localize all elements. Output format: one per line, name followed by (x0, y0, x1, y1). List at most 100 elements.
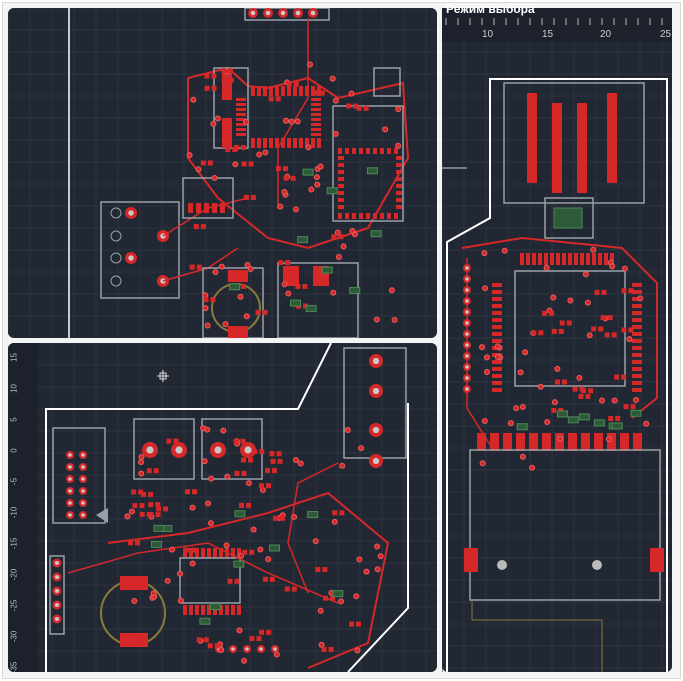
via (479, 344, 486, 351)
smd-pad (236, 103, 246, 106)
pcb-canvas-3[interactable] (442, 8, 672, 672)
drill-hole (273, 647, 277, 651)
smd-pad (607, 433, 616, 451)
smd-pad (131, 489, 137, 495)
smd-pad (222, 70, 232, 100)
smd-pad (210, 297, 216, 303)
smd-pad (255, 309, 261, 315)
via (482, 285, 489, 292)
via (483, 354, 490, 361)
smd-pad (281, 138, 285, 148)
via (318, 641, 325, 648)
ground-pad (516, 423, 528, 431)
smd-pad (338, 170, 344, 174)
via (204, 322, 211, 329)
smd-pad (212, 203, 217, 213)
smd-pad (281, 86, 285, 96)
smd-pad (574, 253, 578, 265)
silkscreen-outline (201, 418, 263, 480)
silkscreen-outline (373, 67, 401, 97)
smd-pad (323, 595, 329, 601)
smd-pad (263, 86, 267, 96)
pcb-canvas-2[interactable] (8, 343, 437, 672)
smd-pad (183, 548, 187, 558)
smd-pad (396, 184, 402, 188)
smd-pad (236, 118, 246, 121)
smd-pad (132, 503, 138, 509)
smd-pad (305, 86, 309, 96)
via (204, 426, 211, 433)
smd-pad (240, 438, 246, 444)
smd-pad (242, 549, 248, 555)
ground-pad (199, 617, 211, 625)
smd-pad (317, 138, 321, 148)
smd-pad (256, 636, 262, 642)
smd-pad (338, 191, 344, 195)
smd-pad (315, 566, 321, 572)
smd-pad (156, 506, 162, 512)
via (312, 538, 319, 545)
smd-pad (236, 113, 246, 116)
via (544, 418, 551, 425)
smd-pad (203, 637, 209, 643)
via (637, 295, 644, 302)
via (131, 597, 138, 604)
smd-pad (237, 548, 241, 558)
smd-pad (328, 646, 334, 652)
via (501, 247, 508, 254)
smd-pad (135, 540, 141, 546)
via (214, 115, 221, 122)
smd-pad (562, 253, 566, 265)
smd-pad (269, 451, 275, 457)
smd-pad (227, 578, 233, 584)
via (340, 243, 347, 250)
drill-hole (245, 647, 249, 651)
smd-pad (338, 184, 344, 188)
silkscreen-outline (52, 427, 106, 524)
via (247, 265, 254, 272)
pcb-view-top-left[interactable] (8, 8, 437, 338)
smd-pad (153, 468, 159, 474)
via (128, 508, 135, 515)
smd-pad (280, 515, 286, 521)
ground-pad (150, 540, 162, 548)
smd-pad (241, 470, 247, 476)
drill-hole (81, 489, 85, 493)
via (244, 261, 251, 268)
smd-pad (185, 489, 191, 495)
smd-pad (148, 512, 154, 518)
via (374, 566, 381, 573)
smd-pad (284, 586, 290, 592)
board-outline (347, 403, 409, 672)
ground-pad (326, 187, 338, 195)
silkscreen-outline (244, 8, 330, 21)
smd-pad (554, 379, 560, 385)
via (513, 405, 520, 412)
smd-pad (228, 270, 248, 282)
via (507, 420, 514, 427)
pin1-marker (96, 508, 108, 523)
via (237, 293, 244, 300)
via (353, 593, 360, 600)
pcb-canvas-1[interactable] (8, 8, 437, 338)
via (586, 332, 593, 339)
smd-pad (285, 260, 291, 266)
smd-pad (492, 381, 502, 385)
smd-pad (621, 374, 627, 380)
smd-pad (387, 213, 391, 219)
smd-pad (594, 289, 600, 295)
via (605, 436, 612, 443)
smd-pad (338, 234, 344, 240)
via (358, 445, 365, 452)
smd-pad (380, 213, 384, 219)
drill-hole (81, 477, 85, 481)
smd-pad (120, 576, 148, 590)
smd-pad (338, 213, 342, 219)
smd-pad (220, 68, 226, 74)
smd-pad (232, 147, 238, 153)
smd-pad (236, 128, 246, 131)
smd-pad (278, 260, 284, 266)
via (543, 264, 550, 271)
